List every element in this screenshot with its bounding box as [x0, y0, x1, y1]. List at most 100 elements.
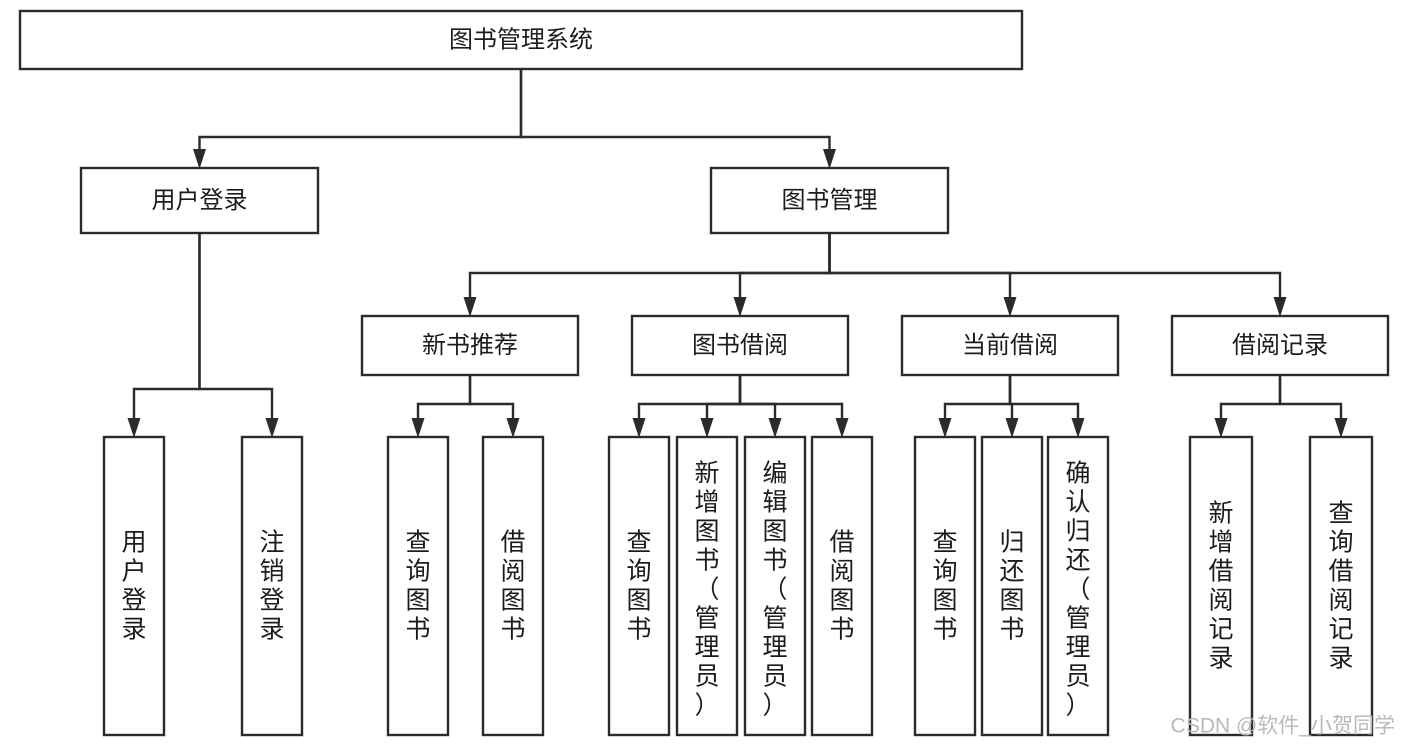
node-box-leaf-logout-login[interactable] — [240, 435, 304, 737]
node-label-book-borrow: 图书借阅 — [692, 332, 788, 359]
node-label-leaf-query-book-3: 查询图书 — [932, 529, 957, 644]
node-leaf-edit-book-admin[interactable]: 编辑图书（管理员） — [743, 435, 807, 737]
node-box-leaf-add-borrow-record[interactable] — [1188, 435, 1254, 737]
connector-edge-bb-leaf-query-book-2 — [632, 375, 742, 438]
arrow-head-icon — [733, 297, 747, 317]
connector-edge-nbr-leaf-borrow-book-1 — [468, 375, 520, 438]
node-label-user-login: 用户登录 — [152, 187, 248, 214]
connector-layer — [127, 69, 1348, 438]
connector-edge-bm-new-book-recommend — [463, 233, 831, 317]
node-label-borrow-record: 借阅记录 — [1232, 332, 1328, 359]
connector-edge-ul-leaf-user-login — [127, 233, 201, 438]
csdn-watermark: CSDN @软件_小贺同学 — [1171, 715, 1395, 738]
arrow-head-icon — [1334, 418, 1348, 438]
connector-edge-bb-leaf-edit-book-admin — [738, 375, 782, 438]
node-box-leaf-user-login[interactable] — [102, 435, 166, 737]
node-new-book-recommend[interactable]: 新书推荐 — [360, 314, 580, 377]
arrow-head-icon — [700, 418, 714, 438]
arrow-head-icon — [193, 149, 206, 169]
connector-edge-bm-borrow-record — [828, 233, 1287, 317]
node-leaf-query-book-1[interactable]: 查询图书 — [386, 435, 450, 737]
node-box-leaf-edit-book-admin[interactable] — [743, 435, 807, 737]
connector-edge-bm-current-borrow — [828, 233, 1017, 317]
node-box-new-book-recommend[interactable] — [360, 314, 580, 377]
node-label-book-management: 图书管理 — [782, 187, 878, 214]
connector-edge-root-user-login — [193, 69, 523, 169]
node-borrow-record[interactable]: 借阅记录 — [1170, 314, 1390, 377]
arrow-head-icon — [1273, 297, 1287, 317]
node-label-leaf-add-book-admin: 新增图书（管理员） — [694, 460, 719, 720]
node-label-leaf-query-borrow-record: 查询借阅记录 — [1328, 500, 1353, 673]
node-box-leaf-borrow-book-2[interactable] — [810, 435, 874, 737]
node-leaf-query-book-3[interactable]: 查询图书 — [913, 435, 977, 737]
connector-edge-bb-leaf-add-book-admin — [700, 375, 742, 438]
node-label-leaf-query-book-2: 查询图书 — [626, 529, 651, 644]
node-box-leaf-query-book-2[interactable] — [607, 435, 671, 737]
node-box-root[interactable] — [18, 9, 1024, 71]
connector-edge-ul-leaf-logout-login — [198, 233, 279, 438]
node-label-new-book-recommend: 新书推荐 — [422, 332, 518, 359]
arrow-head-icon — [127, 418, 141, 438]
node-box-current-borrow[interactable] — [900, 314, 1120, 377]
node-leaf-borrow-book-1[interactable]: 借阅图书 — [481, 435, 545, 737]
node-current-borrow[interactable]: 当前借阅 — [900, 314, 1120, 377]
node-leaf-confirm-return-admin[interactable]: 确认归还（管理员） — [1046, 435, 1110, 737]
node-leaf-user-login[interactable]: 用户登录 — [102, 435, 166, 737]
node-leaf-borrow-book-2[interactable]: 借阅图书 — [810, 435, 874, 737]
node-box-leaf-return-book[interactable] — [980, 435, 1044, 737]
node-box-leaf-query-book-3[interactable] — [913, 435, 977, 737]
node-label-leaf-add-borrow-record: 新增借阅记录 — [1208, 500, 1233, 673]
arrow-head-icon — [938, 418, 952, 438]
node-leaf-logout-login[interactable]: 注销登录 — [240, 435, 304, 737]
node-box-leaf-borrow-book-1[interactable] — [481, 435, 545, 737]
node-leaf-query-book-2[interactable]: 查询图书 — [607, 435, 671, 737]
connector-edge-cb-leaf-return-book — [1005, 375, 1019, 438]
node-box-leaf-confirm-return-admin[interactable] — [1046, 435, 1110, 737]
node-leaf-return-book[interactable]: 归还图书 — [980, 435, 1044, 737]
node-label-leaf-edit-book-admin: 编辑图书（管理员） — [762, 460, 787, 720]
arrow-head-icon — [632, 418, 646, 438]
node-box-leaf-query-book-1[interactable] — [386, 435, 450, 737]
connector-edge-root-book-management — [519, 69, 836, 169]
node-book-management[interactable]: 图书管理 — [709, 166, 950, 235]
node-label-leaf-borrow-book-2: 借阅图书 — [829, 529, 854, 644]
node-user-login[interactable]: 用户登录 — [79, 166, 320, 235]
node-box-leaf-add-book-admin[interactable] — [675, 435, 739, 737]
arrow-head-icon — [835, 418, 849, 438]
connector-edge-cb-leaf-confirm-return-admin — [1008, 375, 1085, 438]
node-label-current-borrow: 当前借阅 — [962, 332, 1058, 359]
connector-edge-br-leaf-add-borrow-record — [1214, 375, 1282, 438]
arrow-head-icon — [1003, 297, 1017, 317]
node-book-borrow[interactable]: 图书借阅 — [630, 314, 850, 377]
arrow-head-icon — [1214, 418, 1228, 438]
node-layer: 图书管理系统用户登录图书管理新书推荐图书借阅当前借阅借阅记录用户登录注销登录查询… — [18, 9, 1390, 737]
node-leaf-add-borrow-record[interactable]: 新增借阅记录 — [1188, 435, 1254, 737]
node-label-leaf-confirm-return-admin: 确认归还（管理员） — [1065, 460, 1090, 720]
node-box-book-management[interactable] — [709, 166, 950, 235]
node-label-leaf-borrow-book-1: 借阅图书 — [500, 529, 525, 644]
node-box-user-login[interactable] — [79, 166, 320, 235]
node-leaf-query-borrow-record[interactable]: 查询借阅记录 — [1308, 435, 1374, 737]
node-box-leaf-query-borrow-record[interactable] — [1308, 435, 1374, 737]
node-box-borrow-record[interactable] — [1170, 314, 1390, 377]
arrow-head-icon — [823, 149, 836, 169]
node-root[interactable]: 图书管理系统 — [18, 9, 1024, 71]
node-label-leaf-return-book: 归还图书 — [999, 529, 1024, 644]
node-label-leaf-query-book-1: 查询图书 — [405, 529, 430, 644]
node-label-leaf-logout-login: 注销登录 — [259, 529, 284, 644]
connector-edge-bb-leaf-borrow-book-2 — [738, 375, 849, 438]
node-box-book-borrow[interactable] — [630, 314, 850, 377]
arrow-head-icon — [506, 418, 520, 438]
node-label-root: 图书管理系统 — [449, 26, 593, 53]
arrow-head-icon — [1005, 418, 1019, 438]
connector-edge-cb-leaf-query-book-3 — [938, 375, 1012, 438]
arrow-head-icon — [265, 418, 279, 438]
arrow-head-icon — [1071, 418, 1085, 438]
node-leaf-add-book-admin[interactable]: 新增图书（管理员） — [675, 435, 739, 737]
arrow-head-icon — [411, 418, 425, 438]
arrow-head-icon — [463, 297, 477, 317]
connector-edge-nbr-leaf-query-book-1 — [411, 375, 472, 438]
connector-edge-bm-book-borrow — [733, 233, 831, 317]
